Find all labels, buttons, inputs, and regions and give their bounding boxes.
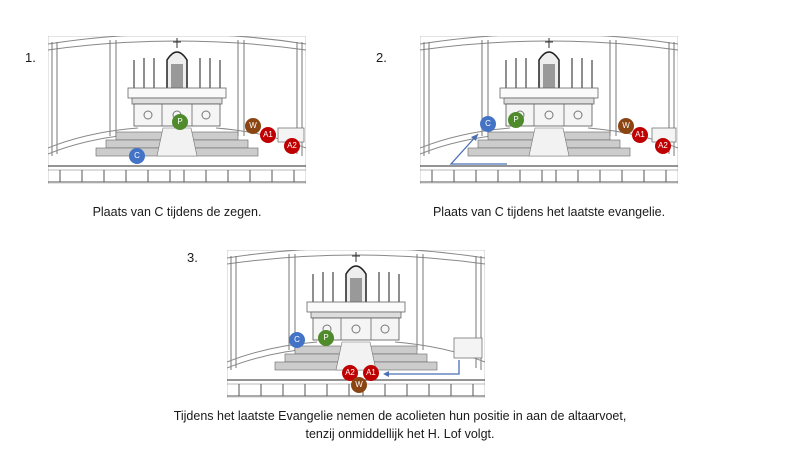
altar-illustration: P W A1 A2 C — [48, 36, 306, 184]
movement-arrow — [387, 360, 460, 375]
movement-arrow — [449, 133, 507, 165]
marker-w: W — [351, 377, 367, 393]
marker-c: C — [480, 116, 496, 132]
marker-priest: P — [318, 330, 334, 346]
marker-a1: A1 — [632, 127, 648, 143]
altar-drawing — [48, 36, 306, 184]
panel-number: 3. — [187, 250, 198, 265]
altar-drawing — [227, 250, 485, 398]
credence-table — [453, 337, 483, 359]
altar-drawing — [420, 36, 678, 184]
marker-a1: A1 — [363, 365, 379, 381]
arrow-head — [471, 134, 478, 141]
panel-number: 2. — [376, 50, 387, 65]
marker-a1: A1 — [260, 127, 276, 143]
marker-a2: A2 — [284, 138, 300, 154]
caption: Plaats van C tijdens de zegen. — [92, 205, 262, 219]
marker-a2: A2 — [342, 365, 358, 381]
marker-w: W — [618, 118, 634, 134]
marker-w: W — [245, 118, 261, 134]
caption: Plaats van C tijdens het laatste evangel… — [432, 205, 666, 219]
marker-priest: P — [508, 112, 524, 128]
caption-line-1: Tijdens het laatste Evangelie nemen de a… — [173, 409, 627, 423]
marker-c: C — [289, 332, 305, 348]
panel-number: 1. — [25, 50, 36, 65]
arrow-head — [383, 371, 389, 377]
marker-priest: P — [172, 114, 188, 130]
marker-c: C — [129, 148, 145, 164]
marker-a2: A2 — [655, 138, 671, 154]
altar-illustration: C P W A1 A2 — [420, 36, 678, 184]
altar-illustration: C P A2 A1 W — [227, 250, 485, 398]
caption-line-2: tenzij onmiddellijk het H. Lof volgt. — [305, 427, 495, 441]
